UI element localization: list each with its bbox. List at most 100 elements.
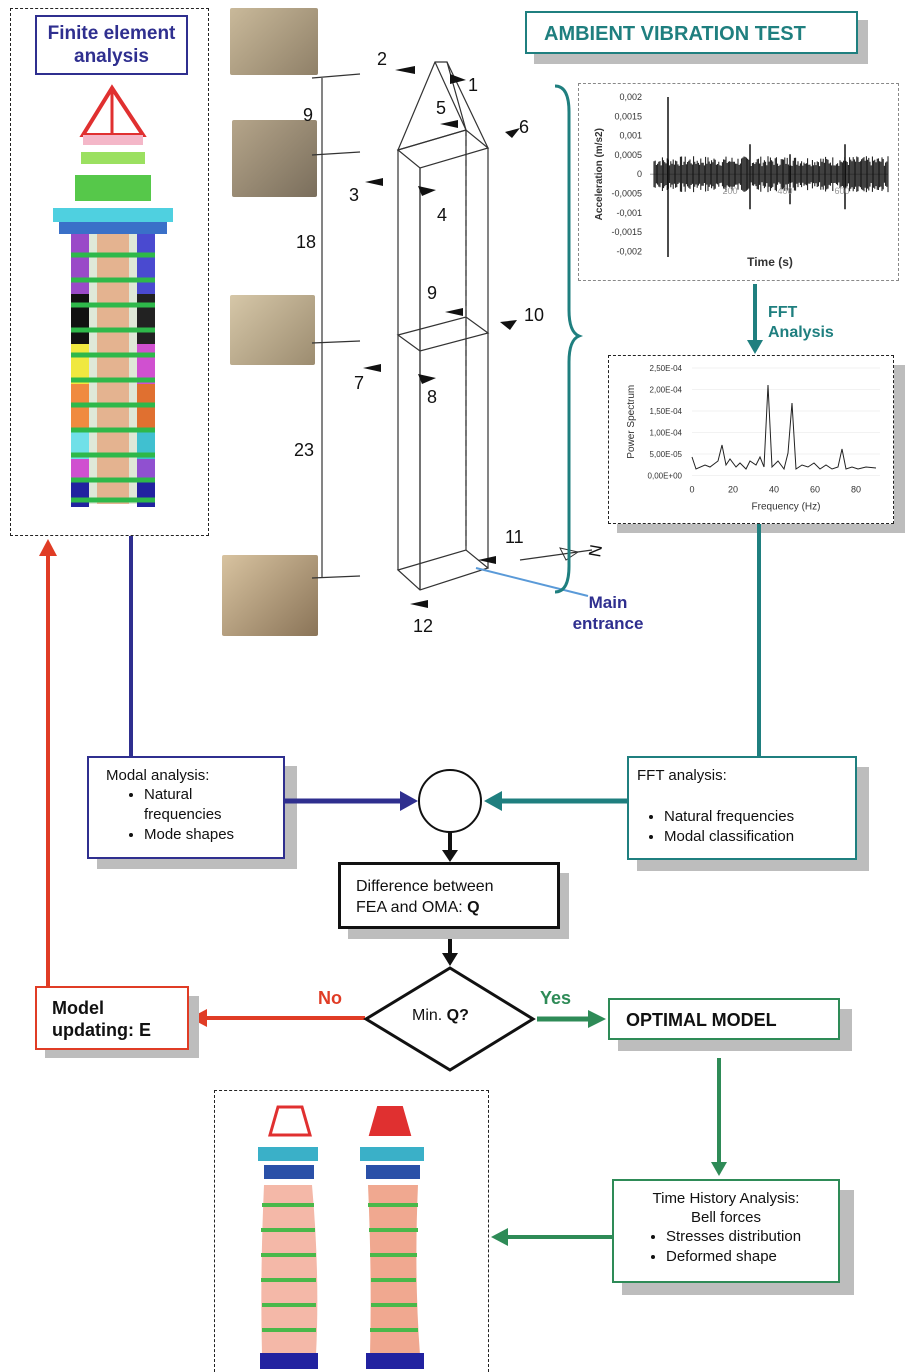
fea-title-box: Finite element analysis: [35, 15, 188, 75]
fft-analysis-box: FFT analysis: Natural frequencies Modal …: [627, 756, 857, 860]
sensor-point-12: 12: [413, 616, 434, 636]
difference-q: Q: [467, 899, 480, 916]
sensor-point-5: 5: [436, 98, 447, 118]
yes-label: Yes: [540, 988, 572, 1008]
avt-title: AMBIENT VIBRATION TEST: [544, 23, 806, 45]
accel-ytick: 0,002: [619, 92, 642, 102]
sensor-point-4: 4: [437, 205, 448, 225]
teal-connector-vertical: [757, 524, 761, 757]
spectrum-ytick: 0,00E+00: [648, 472, 683, 481]
avt-title-box: AMBIENT VIBRATION TEST: [525, 11, 858, 54]
sensor-photo-3: [230, 295, 315, 365]
sensor-point-1: 1: [468, 75, 479, 95]
accel-ytick: -0,001: [616, 208, 642, 218]
modal-item-mode-shapes: Mode shapes: [144, 825, 283, 845]
accel-ytick: 0,001: [619, 131, 642, 141]
sensor-point-6: 6: [519, 117, 530, 137]
accel-ytick: 0,0015: [614, 111, 642, 121]
decision-text: Min.: [412, 1007, 447, 1024]
difference-line2: FEA and OMA: Q: [356, 897, 557, 918]
accel-ytick: -0,002: [616, 246, 642, 256]
fft-item-natural-frequencies: Natural frequencies: [664, 807, 855, 827]
fft-arrow: [747, 284, 763, 354]
fft-arrow-label: FFT Analysis: [768, 303, 848, 343]
spectrum-xlabel: Frequency (Hz): [752, 502, 821, 513]
sensor-brace: [554, 84, 584, 594]
modal-item-natural-frequencies: Natural frequencies: [144, 785, 244, 825]
spectrum-ylabel: Power Spectrum: [626, 385, 637, 459]
accel-xlabel: Time (s): [747, 255, 793, 269]
spectrum-ytick: 2,00E-04: [650, 386, 683, 395]
spectrum-ytick: 1,50E-04: [650, 407, 683, 416]
spectrum-ytick: 1,00E-04: [650, 429, 683, 438]
accel-ytick: -0,0015: [611, 227, 642, 237]
fft-arrow-text: FFT Analysis: [768, 304, 834, 341]
height-label-23: 23: [294, 440, 315, 460]
spectrum-ytick: 2,50E-04: [650, 364, 683, 373]
tha-title1: Time History Analysis:: [652, 1190, 800, 1207]
optimal-model-box: OPTIMAL MODEL: [608, 998, 840, 1040]
fft-analysis-title: FFT analysis:: [637, 767, 727, 784]
modal-analysis-title: Modal analysis:: [106, 767, 210, 784]
decision-label: Min. Q?: [412, 1007, 469, 1025]
difference-line1: Difference between: [356, 878, 494, 895]
main-entrance-text: Main entrance: [572, 593, 644, 633]
sensor-photo-1: [230, 8, 318, 75]
spectrum-xtick: 0: [689, 485, 694, 495]
tower-wireframe: [311, 61, 593, 608]
accel-xtick: 200: [722, 186, 737, 196]
tha-list: Stresses distribution Deformed shape: [614, 1227, 838, 1267]
accel-ytick: -0,0005: [611, 189, 642, 199]
tha-item-deformed-shape: Deformed shape: [666, 1247, 838, 1267]
height-label-9: 9: [303, 105, 314, 125]
model-updating-box: Model updating: E: [35, 986, 189, 1050]
height-label-18: 18: [296, 232, 317, 252]
model-updating-line1: Model: [52, 998, 104, 1018]
accel-ylabel: Acceleration (m/s2): [594, 128, 605, 220]
accel-ytick: 0,0005: [614, 150, 642, 160]
sensor-point-10: 10: [524, 305, 545, 325]
spectrum-line: [691, 384, 877, 471]
spectrum-ytick: 5,00E-05: [650, 450, 683, 459]
accel-signal: [653, 156, 889, 193]
no-label: No: [318, 988, 342, 1008]
accel-ytick: 0: [637, 169, 642, 179]
tha-title2: Bell forces: [690, 1209, 762, 1226]
sensor-photo-4: [222, 555, 318, 636]
fft-analysis-list: Natural frequencies Modal classification: [637, 807, 855, 847]
decision-q: Q?: [446, 1007, 469, 1024]
deformed-model-right: [360, 1106, 424, 1369]
sensor-point-9: 9: [427, 283, 438, 303]
tha-item-stresses: Stresses distribution: [666, 1227, 838, 1247]
optimal-model-label: OPTIMAL MODEL: [626, 1010, 777, 1030]
accel-xtick: 400: [777, 186, 792, 196]
spectrum-xtick: 60: [810, 485, 820, 495]
spectrum-xtick: 80: [851, 485, 861, 495]
sensor-point-2: 2: [377, 49, 388, 69]
spectrum-xtick: 40: [769, 485, 779, 495]
spectrum-chart-panel: [608, 355, 894, 524]
fea-tower-model: [53, 84, 173, 507]
model-updating-line2: updating: E: [52, 1020, 151, 1040]
fea-title: Finite element analysis: [47, 23, 176, 67]
accel-spikes: [667, 97, 846, 257]
difference-box: Difference between FEA and OMA: Q: [338, 862, 560, 929]
deformed-models: [258, 1105, 424, 1369]
sensor-point-7: 7: [354, 373, 365, 393]
result-panel: [214, 1090, 489, 1372]
deformed-model-left: [258, 1105, 318, 1369]
spectrum-xtick: 20: [728, 485, 738, 495]
time-history-box: Time History Analysis: Bell forces Stres…: [612, 1179, 840, 1283]
fft-item-modal-classification: Modal classification: [664, 827, 855, 847]
accel-xtick: 600: [834, 186, 849, 196]
sensor-photo-2: [232, 120, 317, 197]
sensor-point-11: 11: [505, 527, 524, 547]
modal-analysis-box: Modal analysis: Natural frequencies Mode…: [87, 756, 285, 859]
blue-connector-vertical: [129, 536, 133, 758]
sensor-point-3: 3: [349, 185, 360, 205]
spectrum-chart: 2,50E-04 2,00E-04 1,50E-04 1,00E-04 5,00E-05…: [626, 364, 880, 513]
main-entrance-label: Main entrance: [568, 592, 648, 634]
accel-chart: 0,002 0,0015 0,001 0,0005 0 -0,0005 -0,001 -0,0…: [594, 92, 889, 269]
modal-analysis-list: Natural frequencies Mode shapes: [106, 785, 283, 845]
